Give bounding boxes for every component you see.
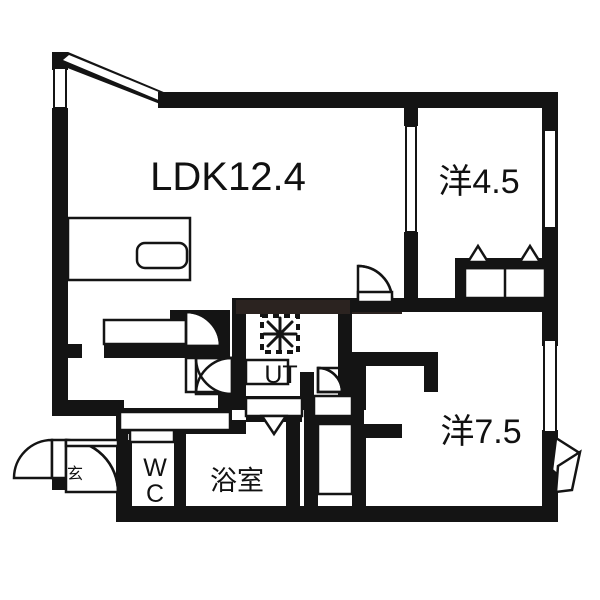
room-label-group: LDK12.4 洋4.5 洋7.5 UT W C 浴室 玄	[67, 155, 522, 508]
balcony-door-75	[550, 435, 582, 494]
window-75-east	[543, 339, 557, 433]
ut-door-frame	[316, 366, 344, 394]
label-wc-line2: C	[146, 480, 164, 508]
wall-outer-top	[158, 92, 558, 108]
wall-45-closet-top	[455, 258, 545, 268]
ceiling-access-hatch	[260, 314, 300, 354]
wall-45-closet-left	[455, 258, 465, 300]
entrance-door-swing-outer	[12, 438, 54, 480]
wall-75-step-inner	[352, 424, 366, 510]
wall-ut-stub	[300, 372, 314, 410]
wc-fixture	[128, 428, 176, 444]
wall-ut-lintel	[236, 300, 350, 314]
window-45-interior	[405, 125, 417, 233]
wall-corr-mid-riser	[424, 352, 438, 392]
bath-vanity	[244, 396, 304, 418]
room45-door-leaf	[356, 290, 394, 304]
window-left-upper	[53, 67, 67, 109]
ldk-hall-door-frame	[184, 310, 222, 348]
closet-hanger-icon-right	[517, 243, 543, 264]
wall-45-left-b	[404, 232, 418, 300]
kitchen-lower-cabinet	[102, 318, 192, 346]
label-wc-line1: W	[143, 454, 167, 482]
hatch-cross	[262, 316, 298, 352]
wall-75-step-shelf	[352, 424, 402, 438]
window-45-east	[543, 129, 557, 229]
hall-door-frame	[194, 356, 234, 396]
label-western-4-5: 洋4.5	[438, 163, 519, 201]
fixture-group	[66, 216, 547, 496]
window-group	[53, 67, 557, 433]
closet-hanger-icon-left	[465, 243, 491, 264]
ut-fixture-b	[312, 394, 354, 418]
wall-outer-right-mid1	[542, 228, 558, 246]
ut-fixture-a	[244, 358, 290, 386]
wall-ldk-hall-div-b	[104, 344, 230, 358]
wall-outer-left	[52, 108, 68, 400]
wall-corr-top-b	[404, 298, 558, 312]
door-group	[12, 264, 582, 494]
hall-shoe-box	[118, 410, 232, 432]
wall-outer-bottom	[116, 506, 558, 522]
wall-ut-left	[232, 298, 246, 410]
wall-wc-right	[174, 434, 186, 506]
wall-corr-mid-a	[352, 352, 438, 366]
wall-45-left-a	[404, 108, 418, 126]
label-ldk: LDK12.4	[150, 155, 306, 199]
entrance-door-leaf	[50, 438, 68, 480]
wall-entrance-top	[52, 400, 124, 416]
label-western-7-5: 洋7.5	[440, 413, 521, 451]
bath-door-marker	[259, 414, 289, 437]
label-ut: UT	[264, 361, 297, 389]
kitchen-sink-basin	[135, 241, 189, 270]
closet-75-interior	[316, 422, 354, 496]
wall-ldk-hall-div-a	[52, 344, 82, 358]
wall-bath-right	[286, 420, 300, 510]
label-bathroom: 浴室	[210, 466, 264, 496]
entrance-threshold	[64, 438, 120, 448]
wall-top-slant-window-glass	[63, 55, 166, 101]
wall-75-step-left	[304, 410, 318, 510]
wall-corr-mid-left	[352, 366, 366, 410]
wall-wc-left	[116, 420, 128, 510]
label-entrance: 玄	[67, 465, 83, 483]
